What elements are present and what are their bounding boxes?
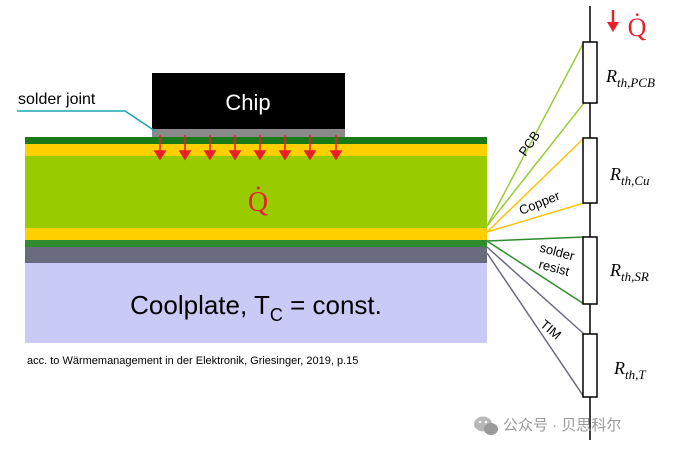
- top-copper-layer: [25, 137, 487, 144]
- fr4-core-layer: [25, 156, 487, 228]
- coolplate-block: [25, 263, 487, 343]
- citation-text: acc. to Wärmemanagement in der Elektroni…: [27, 355, 358, 367]
- top-yellow-layer: [25, 144, 487, 156]
- resistor-rth-sr: [582, 236, 598, 305]
- rth-pcb-label: Rth,PCB: [605, 66, 655, 90]
- rth-t-label: Rth,T: [613, 358, 646, 382]
- tim-layer-label: TIM: [537, 317, 564, 343]
- solder-joint-strip: [152, 129, 345, 137]
- solder-resist-link-line-top: [486, 236, 585, 242]
- coolplate-label: Coolplate, TC = const.: [130, 290, 382, 325]
- heat-arrow-icon: [607, 10, 619, 32]
- tim-link-line-top: [486, 246, 585, 335]
- copper-layer-label: Copper: [517, 188, 563, 218]
- rth-sr-label: Rth,SR: [609, 260, 649, 284]
- tim-layer: [25, 247, 487, 263]
- watermark-text: 公众号 · 贝思科尔: [503, 417, 621, 434]
- pcb-link-line-top: [486, 41, 585, 227]
- resistor-rth-t: [582, 333, 598, 398]
- rth-cu-label: Rth,Cu: [609, 164, 650, 188]
- heat-arrows: [153, 135, 343, 161]
- resistor-rth-cu: [582, 137, 598, 204]
- chip-label: Chip: [225, 90, 270, 115]
- heat-flow-symbol-center: Q̇: [248, 187, 268, 218]
- solder-joint-label: solder joint: [18, 91, 96, 108]
- wechat-icon: [474, 416, 498, 435]
- bottom-yellow-layer: [25, 228, 487, 240]
- copper-link-line-bottom: [486, 202, 585, 233]
- solder-resist-layer: [25, 240, 487, 247]
- copper-link-line-top: [486, 137, 585, 233]
- solder-joint-leader-line: [17, 110, 156, 132]
- tim-link-line-bottom: [486, 252, 585, 398]
- solder-resist-link-line-bottom: [486, 240, 585, 305]
- heat-flow-symbol-top: Q̇: [628, 13, 647, 42]
- pcb-layer-label: PCB: [516, 128, 544, 159]
- chip-block: [152, 73, 345, 129]
- resistor-rth-pcb: [582, 41, 598, 104]
- pcb-link-line-bottom: [486, 102, 585, 227]
